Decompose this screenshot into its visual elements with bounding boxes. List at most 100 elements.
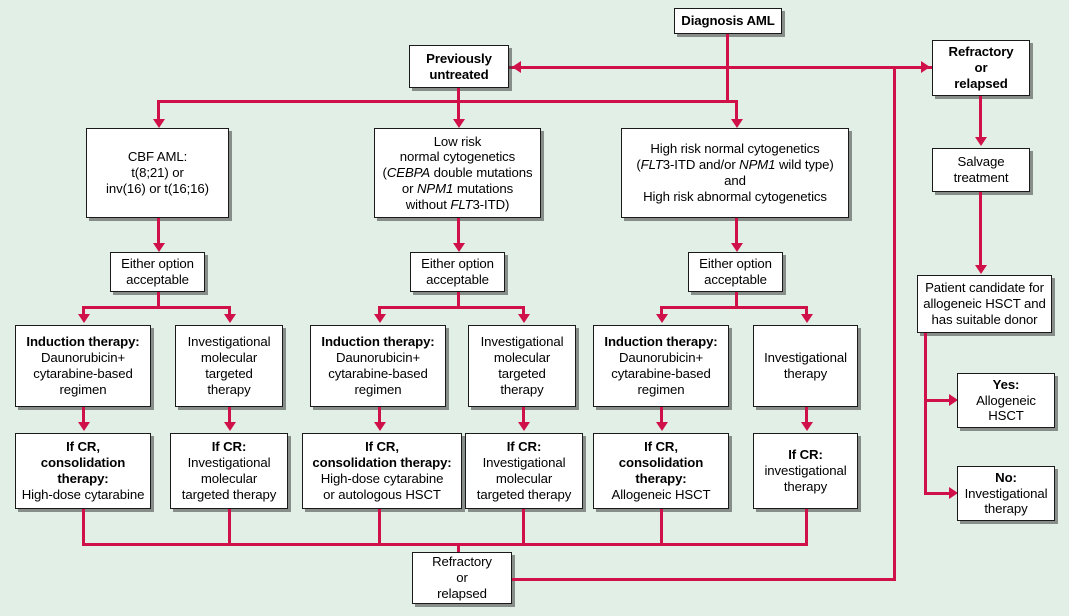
node-text: targeted therapy: [476, 486, 572, 502]
edge-cr5-down: [660, 509, 663, 546]
edge-induction3-to-cr5: [660, 407, 663, 424]
node-text: or autologous HSCT: [323, 486, 441, 502]
node-text: consolidation: [618, 455, 704, 471]
node-text: Induction therapy:: [321, 334, 435, 350]
node-text: Daunorubicin+: [618, 350, 704, 366]
node-text: acceptable: [126, 272, 189, 287]
edge-feedback-vertical: [893, 66, 896, 581]
node-investigational-therapy-3: Investigational therapy: [753, 325, 858, 407]
arrow-to-yes-allogeneic: [949, 394, 958, 406]
node-text: Investigational: [482, 455, 566, 471]
edge-cr2-down: [228, 509, 231, 546]
node-text: allogeneic HSCT and: [923, 296, 1046, 312]
node-text: molecular: [200, 471, 258, 486]
node-text: Investigational: [187, 334, 271, 350]
node-text: molecular: [200, 350, 258, 366]
node-either-option-1: Either option acceptable: [110, 252, 205, 292]
node-text: targeted: [205, 366, 253, 381]
node-text: If CR:: [211, 439, 247, 455]
node-text: Investigational: [480, 334, 564, 350]
node-text: therapy: [783, 478, 828, 494]
node-text: targeted: [498, 366, 546, 381]
node-cr-investigational-2: If CR: Investigational molecular targete…: [170, 433, 288, 509]
node-text: Salvage: [957, 154, 1005, 170]
node-text: cytarabine-based: [611, 366, 711, 381]
arrow-to-risk-high: [731, 119, 743, 128]
edge-risk-right-drop: [735, 100, 738, 122]
arrow-to-either-option-1: [153, 243, 165, 252]
node-text: Patient candidate for: [925, 280, 1044, 296]
node-text: regimen: [59, 381, 107, 397]
edge-invest1-to-cr2: [228, 407, 231, 424]
node-previously-untreated: Previously untreated: [409, 45, 509, 88]
node-text: Refractory: [948, 44, 1014, 60]
node-text: High-dose cytarabine: [21, 486, 145, 502]
node-text-gene-line: without FLT3-ITD): [405, 196, 510, 212]
node-text: therapy: [207, 381, 251, 397]
node-either-option-3: Either option acceptable: [688, 252, 783, 292]
node-investigational-therapy-1: Investigational molecular targeted thera…: [175, 325, 283, 407]
node-text: consolidation therapy:: [312, 455, 452, 471]
arrow-to-cr-6: [801, 422, 813, 431]
edge-either3-down: [735, 292, 738, 308]
node-refractory-relapsed-top: Refractory or relapsed: [932, 40, 1030, 96]
arrow-to-no-investigational: [949, 487, 958, 499]
node-text: Allogeneic HSCT: [611, 486, 711, 502]
node-no-investigational-therapy: No: Investigational therapy: [957, 466, 1055, 521]
node-text: or: [974, 60, 988, 76]
arrow-to-cr-3: [374, 422, 386, 431]
edge-bus-to-refractory-bottom: [457, 543, 460, 556]
node-text: Either option: [699, 256, 772, 272]
gene-npm1: NPM1: [417, 180, 454, 196]
node-text: regimen: [637, 381, 685, 397]
node-text: therapy: [500, 381, 544, 397]
node-text: therapy: [984, 501, 1028, 517]
edge-induction1-to-cr1: [82, 407, 85, 424]
arrow-to-induction-1: [78, 314, 90, 323]
node-text: has suitable donor: [931, 311, 1038, 327]
node-text-gene-line: (CEBPA double mutations: [382, 165, 533, 181]
edge-candidate-to-no: [924, 492, 952, 495]
node-text: cytarabine-based: [33, 366, 133, 381]
node-text: regimen: [354, 381, 402, 397]
node-patient-candidate: Patient candidate for allogeneic HSCT an…: [917, 275, 1052, 333]
edge-invest3-to-cr6: [805, 407, 808, 424]
node-text: inv(16) or t(16;16): [106, 180, 209, 196]
node-text: Refractory: [432, 554, 492, 570]
node-cr-consolidation-1: If CR, consolidation therapy: High-dose …: [15, 433, 151, 509]
node-refractory-relapsed-bottom: Refractory or relapsed: [412, 552, 512, 604]
edge-risk-distribution-bar: [157, 100, 737, 103]
node-cr-investigational-4: If CR: Investigational molecular targete…: [465, 433, 583, 509]
node-yes-allogeneic-hsct: Yes: Allogeneic HSCT: [957, 373, 1055, 428]
gene-cebpa: CEBPA: [386, 165, 431, 181]
edge-induction2-to-cr3: [378, 407, 381, 424]
arrow-to-refractory-top: [921, 61, 930, 73]
edge-invest2-to-cr4: [522, 407, 525, 424]
arrow-to-risk-low: [453, 119, 465, 128]
edge-cr1-down: [82, 509, 85, 546]
arrow-to-investigational-1: [224, 314, 236, 323]
edge-cbf-to-either1: [157, 218, 160, 246]
arrow-to-either-option-3: [731, 243, 743, 252]
node-risk-low: Low risk normal cytogenetics (CEBPA doub…: [374, 128, 541, 218]
node-text: Daunorubicin+: [40, 350, 126, 366]
node-text: HSCT: [988, 408, 1024, 424]
arrow-to-patient-candidate: [975, 265, 987, 274]
node-text: treatment: [953, 170, 1009, 185]
edge-split3-left: [660, 306, 663, 316]
node-text: relapsed: [954, 75, 1008, 91]
node-text: or: [456, 570, 468, 586]
node-text: molecular: [493, 350, 551, 366]
node-text: CBF AML:: [127, 149, 188, 165]
node-text: normal cytogenetics: [399, 149, 516, 165]
arrow-to-induction-2: [374, 314, 386, 323]
node-induction-therapy-2: Induction therapy: Daunorubicin+ cytarab…: [310, 325, 446, 407]
node-text: targeted therapy: [181, 486, 277, 502]
node-text-gene-line: (FLT3-ITD and/or NPM1 wild type): [636, 157, 834, 173]
node-text: If CR,: [644, 439, 678, 455]
gene-npm1: NPM1: [739, 157, 776, 173]
edge-feedback-horizontal: [512, 578, 896, 581]
node-text: If CR:: [788, 447, 823, 463]
edge-split2-bar: [378, 306, 525, 309]
node-text: Either option: [121, 256, 194, 272]
